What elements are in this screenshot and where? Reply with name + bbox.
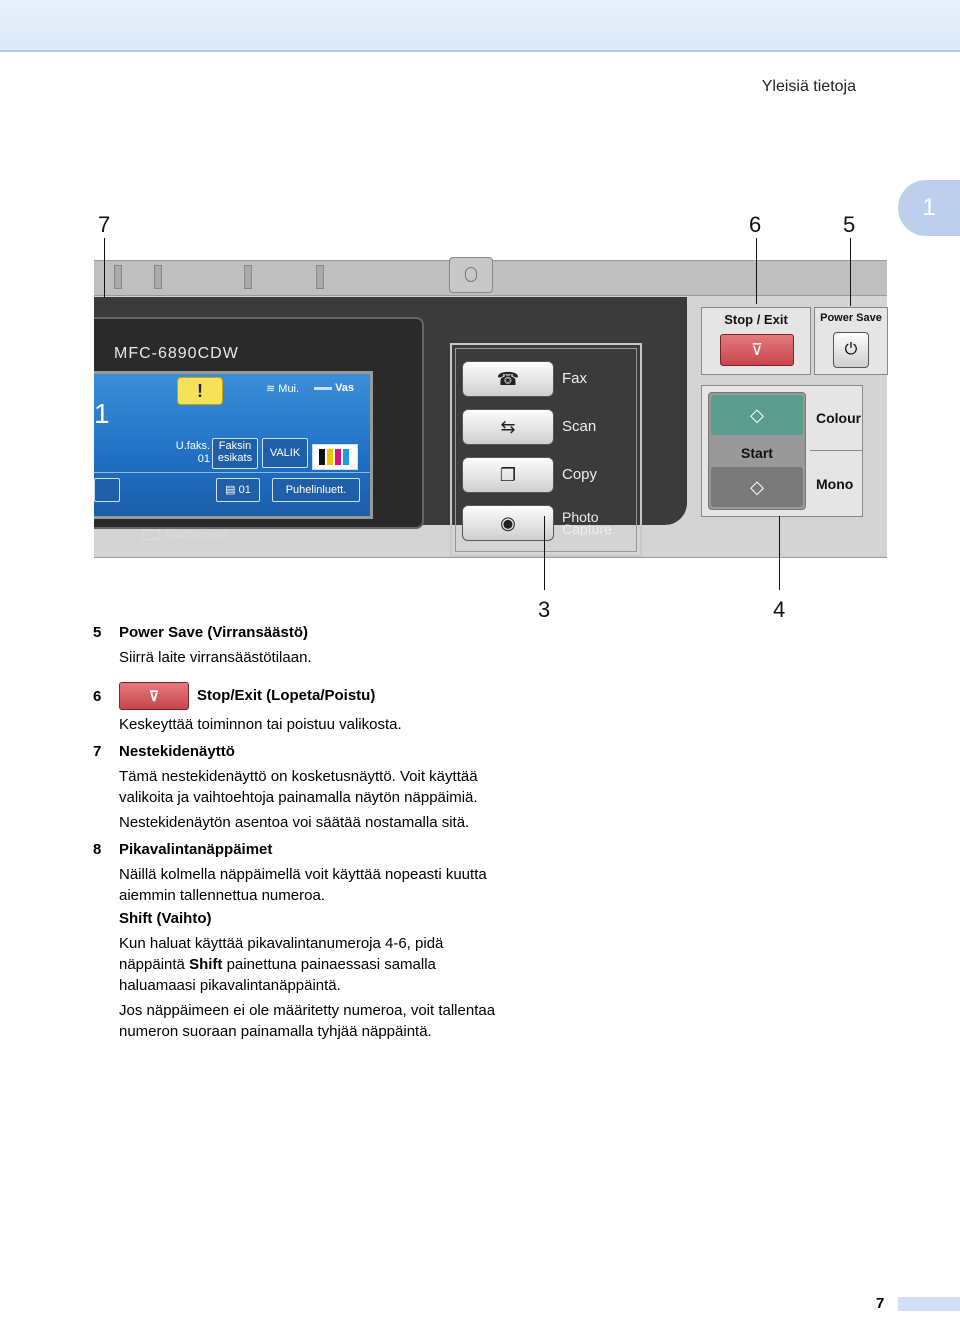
lcd-bezel: MFC-6890CDW 1 ! ≋ Mui. Vas U.faks. 01 Fa… — [94, 317, 424, 541]
lcd-left-button[interactable] — [94, 478, 120, 502]
lcd-separator — [94, 472, 370, 473]
stop-icon: ⊽ — [119, 682, 189, 710]
list-item: 5 Power Save (Virransäästö) Siirrä laite… — [93, 624, 312, 666]
scan-icon: ⇆ — [500, 416, 516, 437]
fax-preview-button[interactable]: Faksin esikats — [212, 438, 258, 469]
touch-pen-icon — [142, 530, 160, 541]
stop-icon: ⊽ — [751, 342, 763, 359]
stop-exit-group: Stop / Exit ⊽ — [701, 307, 811, 375]
leader-line-6 — [756, 238, 757, 304]
copy-mode-button[interactable]: ❐ — [462, 457, 554, 493]
lid-slot — [449, 257, 493, 293]
stop-exit-button[interactable]: ⊽ — [720, 334, 794, 366]
page-number: 7 — [876, 1295, 885, 1312]
colour-start-button[interactable]: ◇ — [711, 395, 803, 435]
fax-mode-button[interactable]: ☎ — [462, 361, 554, 397]
lcd-digit: 1 — [94, 398, 110, 429]
panel-grip — [114, 265, 122, 289]
start-diamond-icon: ◇ — [750, 405, 764, 425]
mono-start-button[interactable]: ◇ — [711, 467, 803, 507]
page-footer-bar — [898, 1297, 960, 1311]
panel-dark-body: MFC-6890CDW 1 ! ≋ Mui. Vas U.faks. 01 Fa… — [94, 297, 687, 557]
start-diamond-icon: ◇ — [750, 477, 764, 497]
callout-3: 3 — [538, 597, 551, 622]
ink-cyan — [343, 449, 349, 465]
photo-capture-button[interactable]: ◉ — [462, 505, 554, 541]
leader-line-7 — [104, 238, 105, 298]
fax-mode-label: Fax — [562, 370, 588, 387]
start-label: Start — [741, 445, 773, 461]
stop-exit-label: Stop / Exit — [724, 312, 788, 327]
power-save-button[interactable]: ⏻ — [833, 332, 869, 368]
list-item: 7 Nestekidenäyttö Tämä nestekidenäyttö o… — [93, 743, 478, 831]
leader-line-3 — [544, 516, 545, 590]
fax-machine-icon: ▤ — [225, 484, 236, 496]
start-group: ◇ Start ◇ Colour Mono — [701, 385, 863, 517]
phonebook-button[interactable]: Puhelinluett. — [272, 478, 360, 502]
panel-grip — [244, 265, 252, 289]
panel-top-edge — [94, 257, 887, 296]
chapter-tab: 1 — [898, 180, 960, 236]
fax-count-button[interactable]: ▤ 01 — [216, 478, 260, 502]
memory-bar-icon — [314, 386, 332, 390]
list-item: 8 Pikavalintanäppäimet Näillä kolmella n… — [93, 841, 496, 1040]
memory-status: Vas — [314, 382, 354, 394]
leader-line-5 — [850, 238, 851, 306]
ink-yellow — [327, 449, 333, 465]
power-save-label: Power Save — [820, 312, 882, 324]
running-header: Yleisiä tietoja — [761, 78, 856, 95]
power-save-group: Power Save ⏻ — [814, 307, 888, 375]
control-panel: MFC-6890CDW 1 ! ≋ Mui. Vas U.faks. 01 Fa… — [94, 257, 888, 558]
fax-received-label: U.faks. 01 — [175, 440, 210, 465]
description-list: 5 Power Save (Virransäästö) Siirrä laite… — [93, 622, 513, 1048]
warning-button[interactable]: ! — [177, 377, 223, 405]
menu-button[interactable]: VALIK — [262, 438, 308, 468]
callout-7: 7 — [98, 212, 111, 237]
panel-grip — [154, 265, 162, 289]
callout-4: 4 — [773, 597, 786, 622]
power-icon: ⏻ — [844, 341, 858, 358]
callout-6: 6 — [749, 212, 762, 237]
fax-icon: ☎ — [496, 368, 520, 389]
ink-black — [319, 449, 325, 465]
ink-magenta — [335, 449, 341, 465]
mono-label: Mono — [816, 476, 854, 492]
scan-mode-button[interactable]: ⇆ — [462, 409, 554, 445]
model-name: MFC-6890CDW — [114, 345, 239, 362]
copy-icon: ❐ — [499, 464, 517, 485]
wifi-status: ≋ Mui. — [266, 383, 300, 395]
panel-grip — [316, 265, 324, 289]
leader-line-4 — [779, 516, 780, 590]
camera-icon: ◉ — [500, 512, 516, 533]
start-divider — [810, 450, 862, 451]
ink-level-button[interactable] — [312, 444, 358, 470]
scan-mode-label: Scan — [562, 418, 597, 435]
top-band — [0, 0, 960, 52]
list-item: 6 ⊽Stop/Exit (Lopeta/Poistu) Keskeyttää … — [93, 682, 513, 735]
callout-5: 5 — [843, 212, 856, 237]
touchscreen-label: Touchscreen — [142, 529, 226, 541]
wifi-icon: ≋ — [266, 383, 276, 395]
colour-label: Colour — [816, 410, 862, 426]
mode-keys-group: ☎ Fax ⇆ Scan ❐ Copy ◉ Photo Capture — [450, 343, 642, 557]
photo-capture-label: Photo Capture — [562, 509, 612, 537]
copy-mode-label: Copy — [562, 466, 598, 483]
lcd-touchscreen[interactable]: 1 ! ≋ Mui. Vas U.faks. 01 Faksin esikats — [94, 371, 373, 519]
